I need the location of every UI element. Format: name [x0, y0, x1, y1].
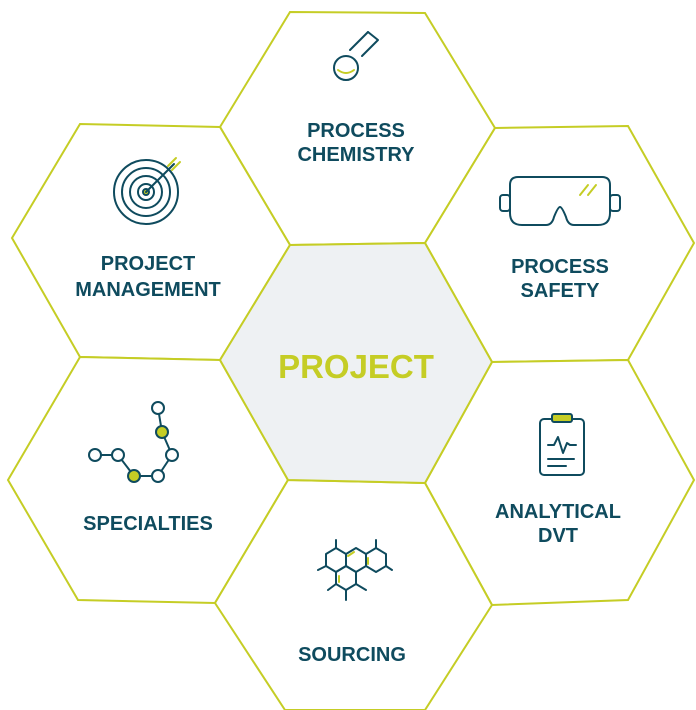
center-label: PROJECT: [278, 348, 434, 385]
project-management-label-2: MANAGEMENT: [75, 279, 221, 301]
safety-goggles-icon: [499, 176, 621, 226]
chain-icon: [88, 401, 179, 483]
sourcing-label: SOURCING: [298, 644, 406, 666]
target-icon: [113, 157, 181, 225]
process-chemistry-label-1: PROCESS: [307, 120, 405, 142]
analytical-dvt-label-2: DVT: [538, 525, 578, 547]
flask-icon: [333, 31, 379, 81]
analytical-dvt-label-1: ANALYTICAL: [495, 501, 621, 523]
clipboard-icon: [539, 413, 585, 476]
process-safety-label-2: SAFETY: [521, 280, 601, 302]
hex-project-center: [218, 241, 494, 485]
process-safety-label-1: PROCESS: [511, 256, 609, 278]
specialties-label: SPECIALTIES: [83, 513, 213, 535]
project-management-label-1: PROJECT: [101, 253, 195, 275]
molecule-icon: [317, 539, 393, 601]
process-chemistry-label-2: CHEMISTRY: [297, 144, 415, 166]
